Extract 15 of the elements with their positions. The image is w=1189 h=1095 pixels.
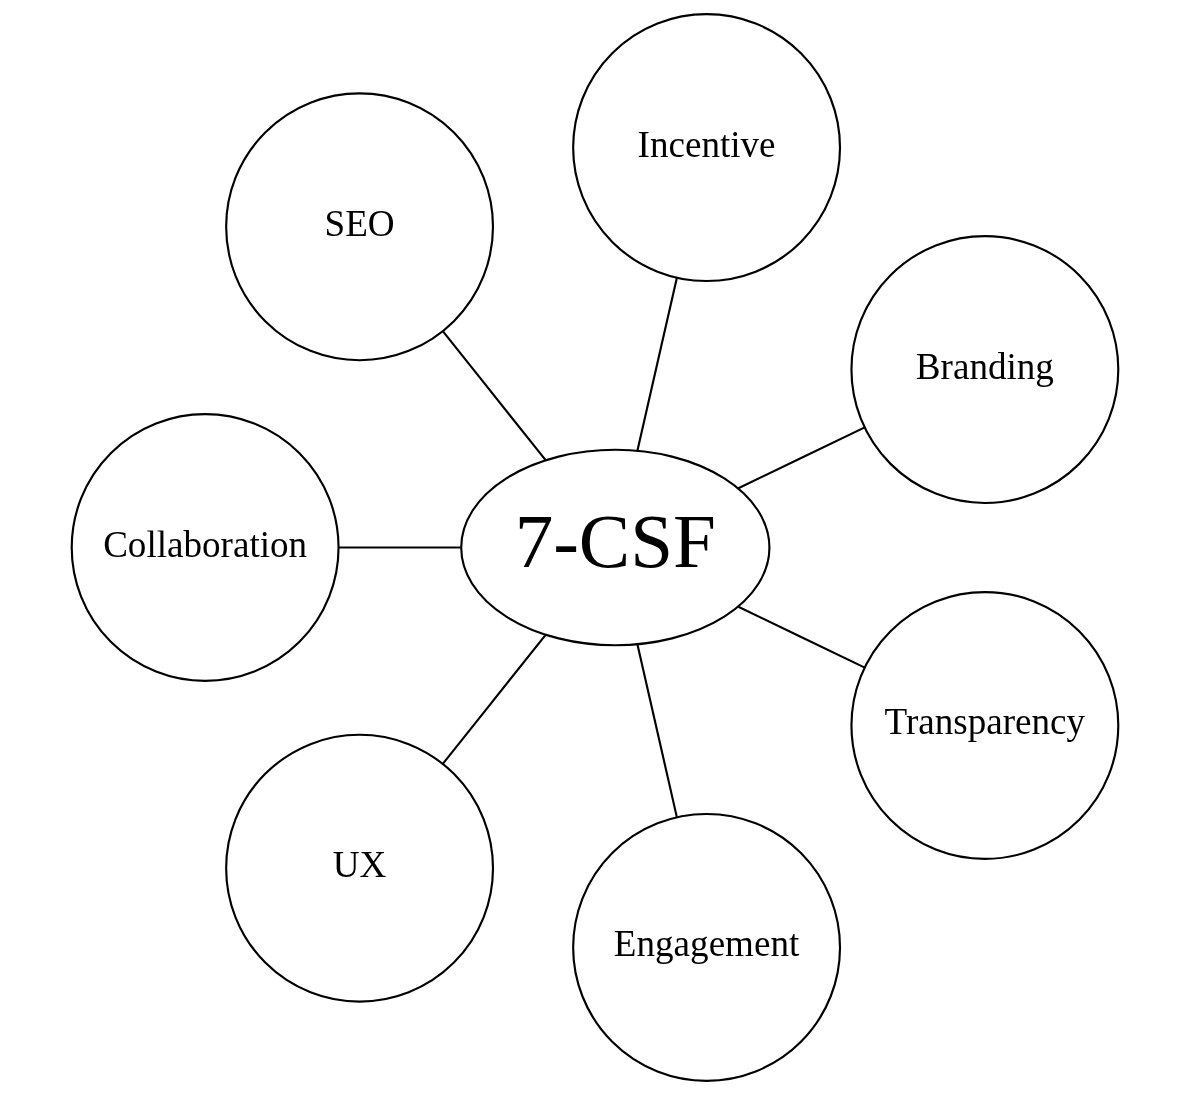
node-circle: Collaboration — [70, 413, 340, 682]
connector — [737, 605, 865, 669]
node-circle: UX — [224, 733, 494, 1003]
node-circle: Incentive — [571, 13, 841, 283]
connector — [441, 634, 546, 765]
node-circle: SEO — [224, 92, 494, 362]
connector — [441, 330, 546, 461]
node-circle: Transparency — [849, 591, 1119, 860]
node-circle: Branding — [849, 235, 1119, 505]
connector — [338, 546, 461, 549]
node-circle: Engagement — [571, 812, 841, 1082]
connector — [635, 277, 678, 451]
node-ellipse: 7-CSF — [459, 448, 770, 647]
connector — [635, 644, 678, 818]
connector — [737, 426, 865, 490]
